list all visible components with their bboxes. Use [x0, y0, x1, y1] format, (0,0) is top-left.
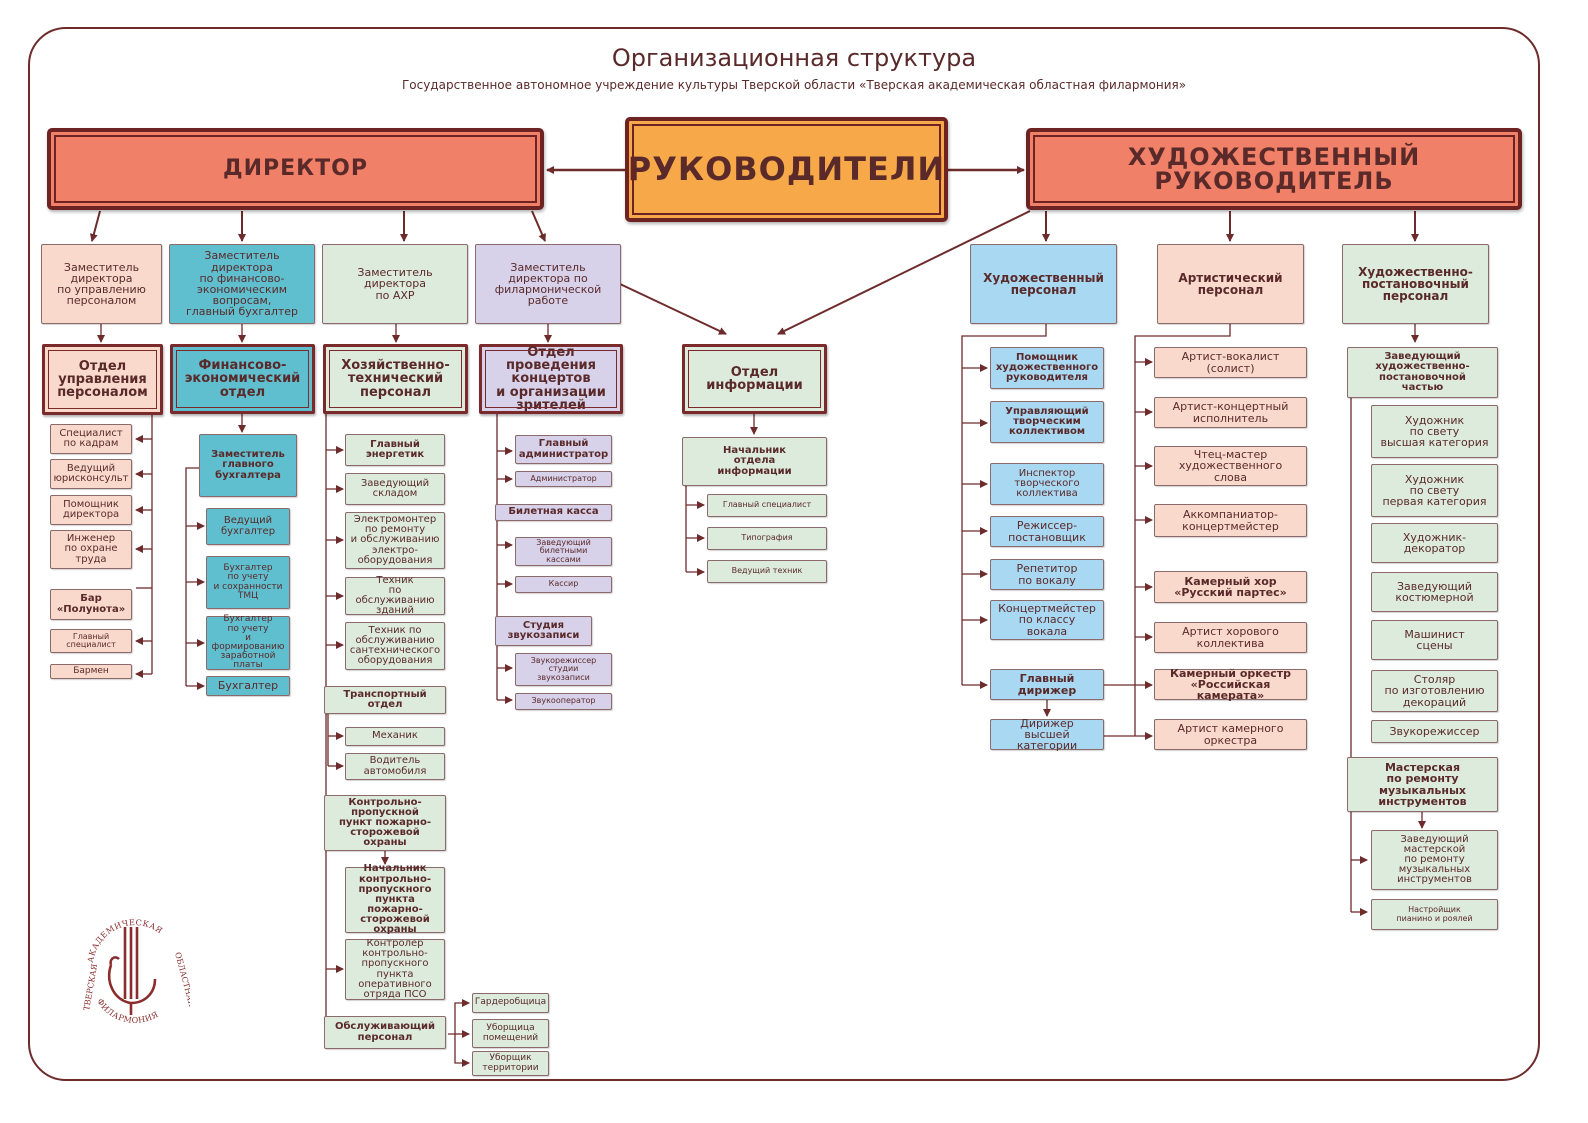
- art-item: Инспектор творческого коллектива: [990, 463, 1104, 505]
- art-item: Концертмейстер по классу вокала: [990, 600, 1104, 640]
- cashier: Кассир: [515, 576, 612, 593]
- artist-item: Артист-концертный исполнитель: [1154, 397, 1307, 428]
- artist-item: Чтец-мастер художественного слова: [1154, 446, 1307, 486]
- ahr-deputy: Заместитель директора по АХР: [322, 244, 468, 324]
- bar-polunota: Бар «Полунота»: [50, 589, 132, 620]
- concerts-deputy: Заместитель директора по филармонической…: [475, 244, 621, 324]
- ahr-item: Электромонтер по ремонту и обслуживанию …: [345, 512, 445, 569]
- orchestra-artist: Артист камерного оркестра: [1154, 719, 1307, 750]
- production-staff: Художественно- постановочный персонал: [1342, 244, 1489, 324]
- art-staff: Художественный персонал: [970, 244, 1117, 324]
- hr-item: Специалист по кадрам: [50, 424, 132, 454]
- box-office-head: Заведующий билетными кассами: [515, 537, 612, 566]
- hr-item: Инженер по охране труда: [50, 530, 132, 569]
- info-item: Ведущий техник: [707, 560, 827, 583]
- art-item: Режиссер- постановщик: [990, 516, 1104, 547]
- administrator: Администратор: [515, 471, 612, 487]
- studio-item: Звукорежиссер студии звукозаписи: [515, 653, 612, 686]
- service-staff: Обслуживающий персонал: [324, 1016, 446, 1049]
- finance-deputy: Заместитель директора по финансово- экон…: [169, 244, 315, 324]
- conductor-top: Дирижер высшей категории: [990, 718, 1104, 751]
- page-subtitle: Государственное автономное учреждение ку…: [401, 78, 1187, 92]
- page-title: Организационная структура: [611, 44, 977, 72]
- transport-item: Водитель автомобиля: [345, 753, 445, 780]
- production-item: Заведующий костюмерной: [1371, 572, 1498, 612]
- leaders-box: РУКОВОДИТЕЛИ: [625, 117, 948, 222]
- production-item: Художник по свету высшая категория: [1371, 405, 1498, 458]
- art-item: Помощник художественного руководителя: [990, 347, 1104, 389]
- finance-item: Ведущий бухгалтер: [206, 508, 290, 545]
- instrument-workshop: Мастерская по ремонту музыкальных инстру…: [1347, 757, 1498, 812]
- hr-dept: Отдел управления персоналом: [42, 344, 163, 415]
- ahr-item: Техник по обслуживанию сантехнического о…: [345, 622, 445, 670]
- artist-item: Аккомпаниатор- концертмейстер: [1154, 504, 1307, 537]
- production-item: Машинист сцены: [1371, 620, 1498, 660]
- workshop-item: Настройщик пианино и роялей: [1371, 899, 1498, 930]
- finance-item: Бухгалтер: [206, 676, 290, 696]
- checkpoint-dept: Контрольно- пропускной пункт пожарно- ст…: [324, 795, 446, 851]
- chief-administrator: Главный администратор: [515, 435, 612, 464]
- transport-item: Механик: [345, 727, 445, 746]
- bar-item: Бармен: [50, 664, 132, 679]
- chief-conductor: Главный дирижер: [990, 669, 1104, 700]
- recording-studio: Студия звукозаписи: [495, 616, 592, 646]
- checkpoint-head: Начальник контрольно- пропускного пункта…: [345, 864, 445, 935]
- choir-artist: Артист хорового коллектива: [1154, 622, 1307, 653]
- info-item: Главный специалист: [707, 494, 827, 517]
- production-item: Художник- декоратор: [1371, 523, 1498, 563]
- philharmonic-logo: АКАДЕМИЧЕСКАЯ ТВЕРСКАЯ ОБЛАСТНАЯ ФИЛАРМО…: [82, 918, 190, 1025]
- ahr-item: Заведующий складом: [345, 473, 445, 505]
- deputy-chief-accountant: Заместитель главного бухгалтера: [199, 434, 297, 497]
- art-item: Управляющий творческим коллективом: [990, 401, 1104, 443]
- logo-text-right: ОБЛАСТНАЯ: [173, 951, 190, 1008]
- lyre-icon: [108, 927, 157, 1015]
- art-item: Репетитор по вокалу: [990, 559, 1104, 590]
- studio-item: Звукооператор: [515, 693, 612, 710]
- transport-dept: Транспортный отдел: [324, 686, 446, 714]
- production-head: Заведующий художественно- постановочной …: [1347, 347, 1498, 398]
- production-item: Звукорежиссер: [1371, 720, 1498, 743]
- box-office: Билетная касса: [495, 504, 612, 521]
- hr-deputy: Заместитель директора по управлению перс…: [41, 244, 162, 324]
- artist-item: Артист-вокалист (солист): [1154, 347, 1307, 378]
- hr-item: Ведущий юрисконсульт: [50, 459, 132, 489]
- ahr-item: Техник по обслуживанию зданий: [345, 575, 445, 616]
- bar-item: Главный специалист: [50, 629, 132, 653]
- workshop-item: Заведующий мастерской по ремонту музыкал…: [1371, 830, 1498, 890]
- ahr-item: Главный энергетик: [345, 434, 445, 466]
- service-item: Уборщик территории: [472, 1051, 549, 1076]
- concerts-dept: Отдел проведения концертов и организации…: [479, 344, 623, 414]
- info-head: Начальник отдела информации: [682, 437, 827, 486]
- finance-item: Бухгалтер по учету и формированию зарабо…: [206, 615, 290, 670]
- chamber-choir: Камерный хор «Русский партес»: [1154, 571, 1307, 603]
- info-dept: Отдел информации: [682, 344, 827, 414]
- service-item: Гардеробщица: [472, 993, 549, 1013]
- chamber-orchestra: Камерный оркестр «Российская камерата»: [1154, 668, 1307, 701]
- director-box: ДИРЕКТОР: [47, 128, 544, 210]
- production-item: Художник по свету первая категория: [1371, 464, 1498, 517]
- finance-dept: Финансово- экономический отдел: [170, 344, 315, 414]
- service-item: Уборщица помещений: [472, 1019, 549, 1048]
- ahr-dept: Хозяйственно- технический персонал: [323, 344, 468, 414]
- checkpoint-controller: Контролер контрольно- пропускного пункта…: [345, 938, 445, 1000]
- production-item: Столяр по изготовлению декораций: [1371, 670, 1498, 712]
- artists-staff: Артистический персонал: [1157, 244, 1304, 324]
- info-item: Типография: [707, 527, 827, 550]
- finance-item: Бухгалтер по учету и сохранности ТМЦ: [206, 556, 290, 609]
- art-director-box: ХУДОЖЕСТВЕННЫЙ РУКОВОДИТЕЛЬ: [1026, 128, 1522, 210]
- page-frame: [28, 27, 1540, 1081]
- hr-item: Помощник директора: [50, 495, 132, 525]
